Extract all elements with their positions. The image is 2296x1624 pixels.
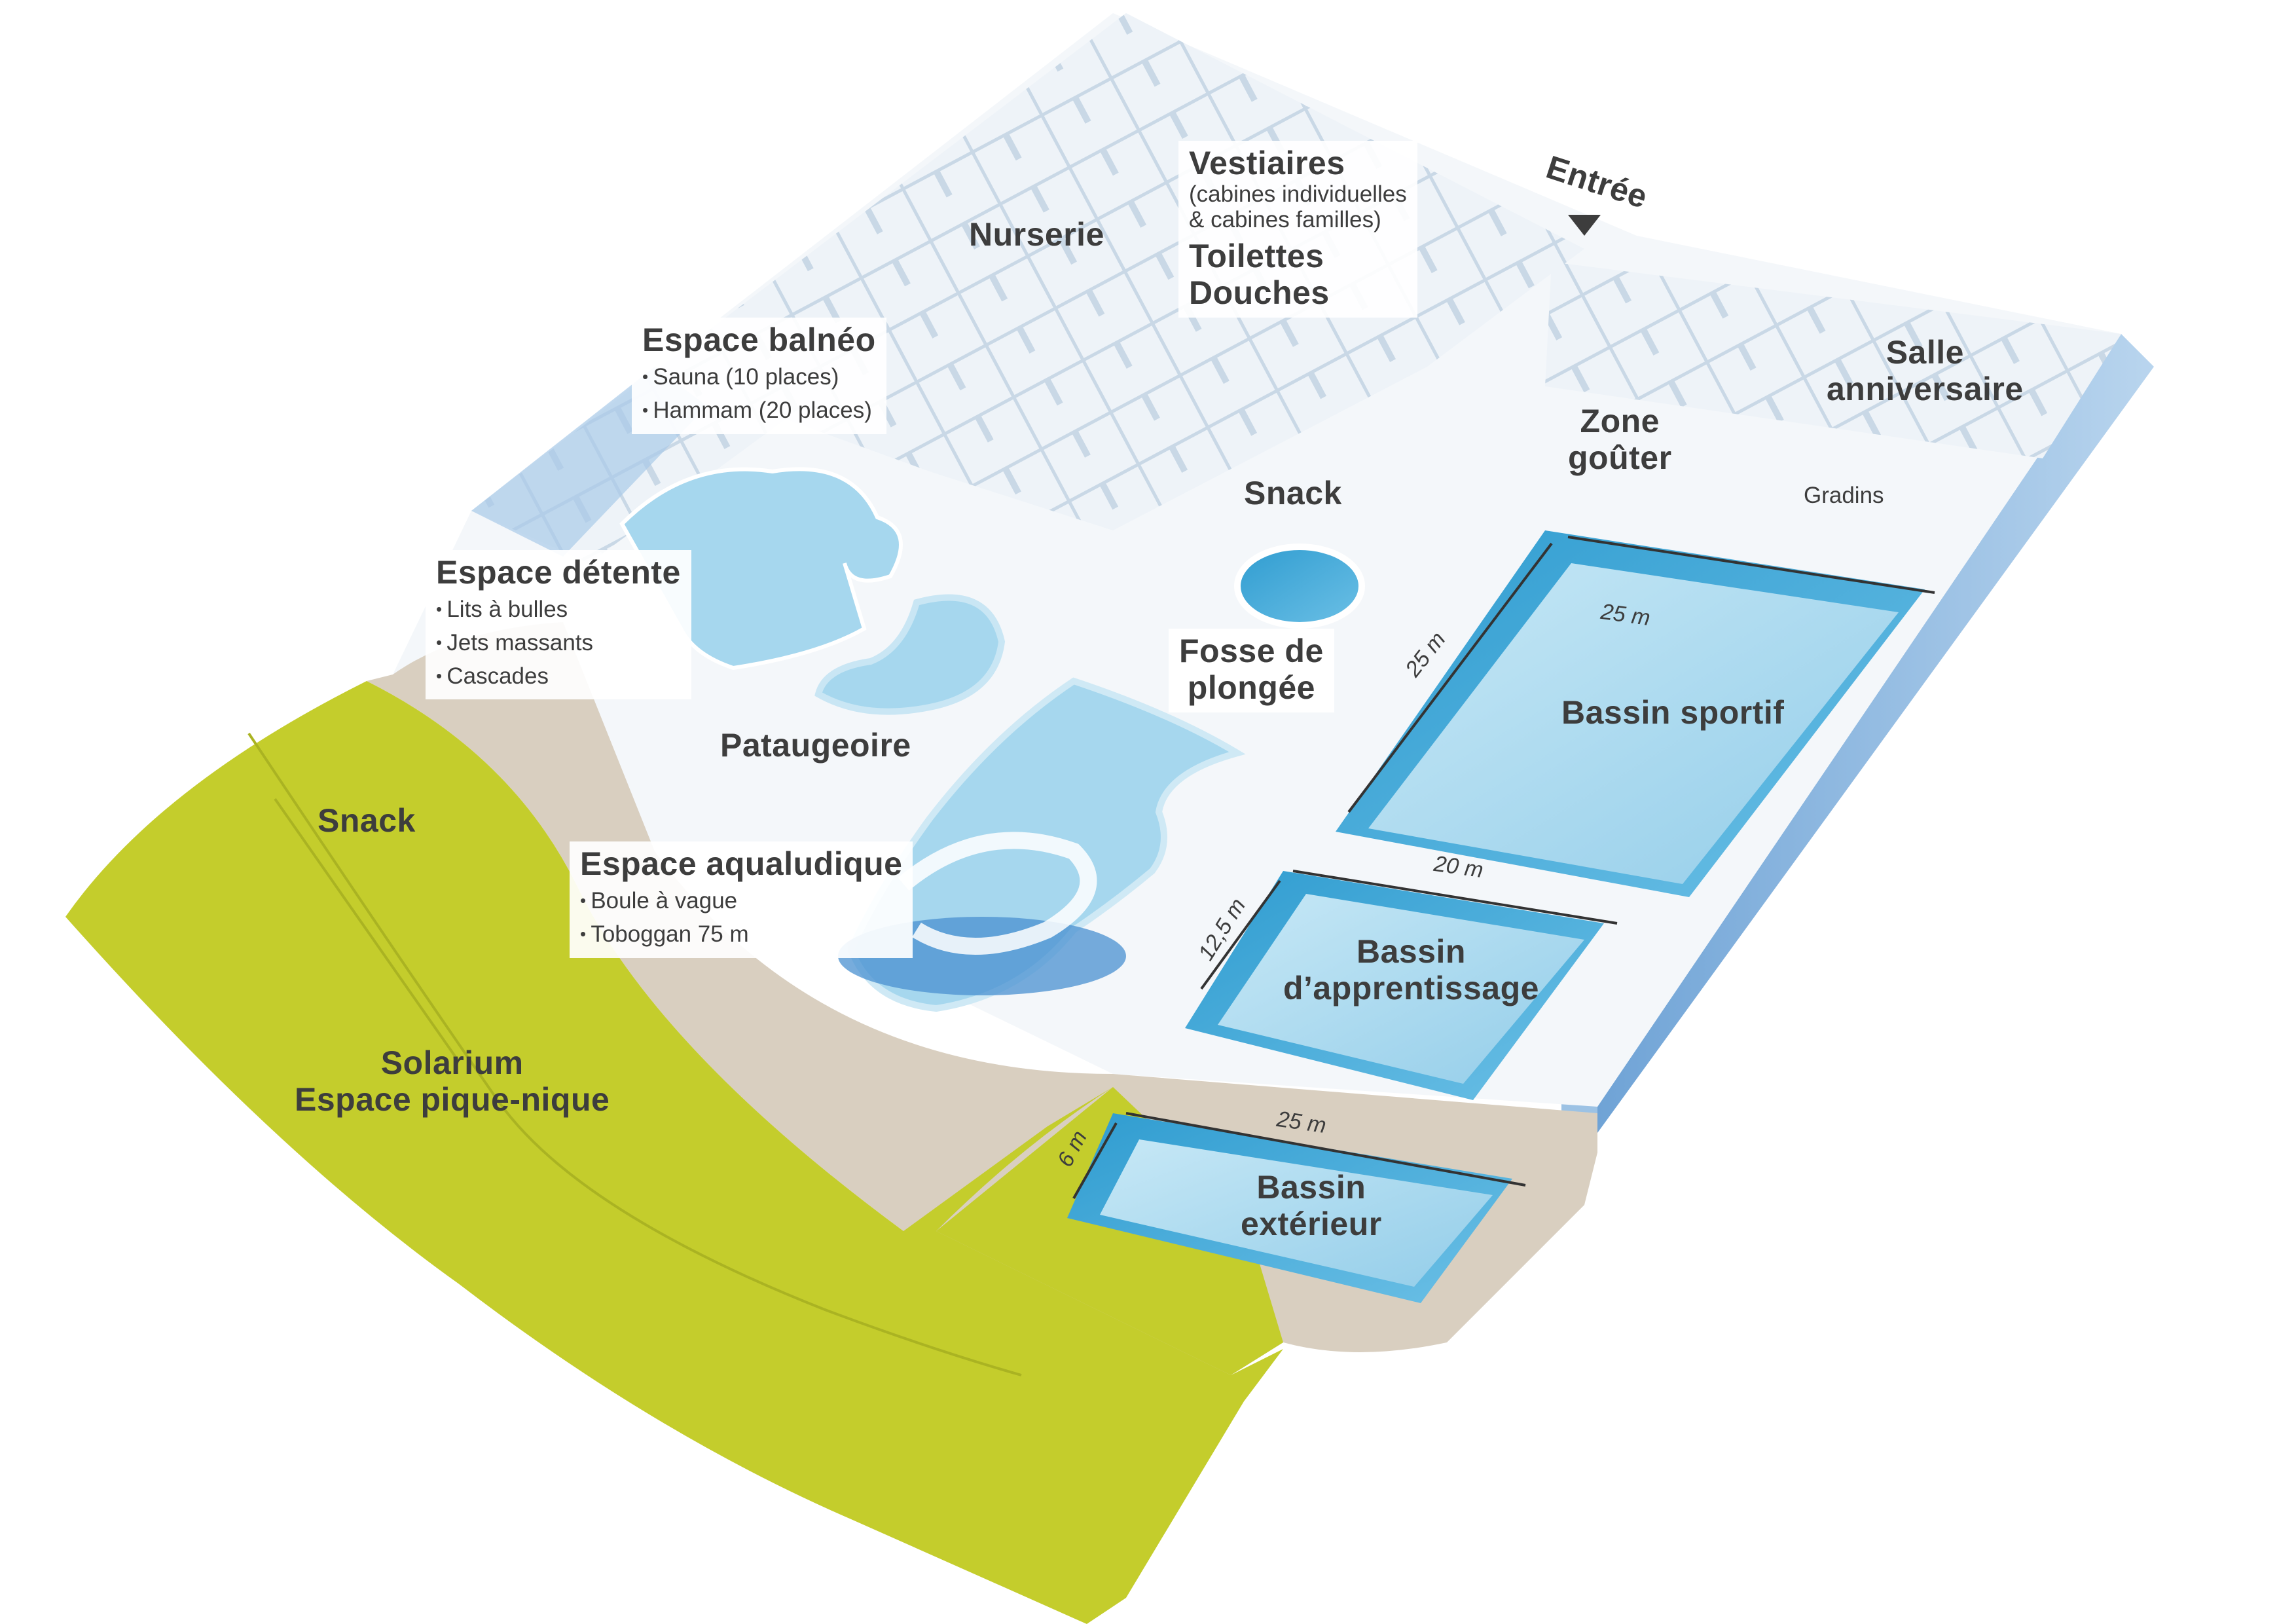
label-nurserie: Nurserie bbox=[969, 216, 1104, 253]
label-vestiaires: Vestiaires (cabines individuelles & cabi… bbox=[1178, 141, 1417, 318]
espace-aqualudique-item: Toboggan 75 m bbox=[580, 918, 902, 951]
label-snack-interieur: Snack bbox=[1244, 475, 1342, 511]
lawn bbox=[65, 681, 1283, 1624]
label-zone-gouter: Zone goûter bbox=[1568, 403, 1672, 476]
fosse-plongee-line-2: plongée bbox=[1187, 669, 1315, 706]
toilettes-title: Toilettes bbox=[1189, 238, 1324, 275]
label-bassin-exterieur: Bassin extérieur bbox=[1241, 1169, 1382, 1242]
douches-title: Douches bbox=[1189, 274, 1330, 312]
bassin-exterieur-line-1: Bassin bbox=[1256, 1169, 1366, 1206]
espace-balneo-item: Hammam (20 places) bbox=[642, 394, 876, 428]
label-snack-exterieur: Snack bbox=[318, 802, 416, 839]
espace-balneo-item: Sauna (10 places) bbox=[642, 361, 876, 394]
vestiaires-detail-1: (cabines individuelles bbox=[1189, 181, 1407, 207]
label-bassin-sportif: Bassin sportif bbox=[1561, 694, 1785, 731]
vestiaires-title: Vestiaires bbox=[1189, 145, 1345, 181]
label-pataugeoire: Pataugeoire bbox=[720, 727, 911, 764]
espace-detente-item: Cascades bbox=[436, 660, 681, 693]
espace-detente-title: Espace détente bbox=[436, 554, 681, 591]
solarium-line-2: Espace pique-nique bbox=[295, 1081, 610, 1118]
vestiaires-detail-2: & cabines familles) bbox=[1189, 207, 1381, 233]
fosse-plongee-pool bbox=[1234, 544, 1365, 629]
label-espace-balneo: Espace balnéo Sauna (10 places) Hammam (… bbox=[632, 318, 886, 434]
label-solarium: Solarium Espace pique-nique bbox=[295, 1044, 610, 1118]
pools bbox=[619, 467, 1925, 1303]
fosse-plongee-line-1: Fosse de bbox=[1179, 633, 1324, 669]
pataugeoire-pool bbox=[814, 594, 1006, 715]
label-gradins: Gradins bbox=[1804, 483, 1884, 508]
label-fosse-plongee: Fosse de plongée bbox=[1169, 629, 1334, 712]
label-salle-anniversaire: Salle anniversaire bbox=[1827, 334, 2024, 407]
salle-anniversaire-line-2: anniversaire bbox=[1827, 371, 2024, 407]
espace-balneo-title: Espace balnéo bbox=[642, 322, 876, 358]
espace-detente-item: Jets massants bbox=[436, 627, 681, 660]
balneo-pools bbox=[619, 467, 903, 671]
espace-aqualudique-title: Espace aqualudique bbox=[580, 845, 903, 882]
bassin-apprentissage-line-2: d’apprentissage bbox=[1283, 970, 1539, 1006]
label-espace-aqualudique: Espace aqualudique Boule à vague Tobogga… bbox=[570, 841, 913, 958]
bassin-apprentissage-line-1: Bassin bbox=[1356, 933, 1466, 970]
zone-gouter-line-2: goûter bbox=[1568, 439, 1672, 476]
salle-anniversaire-line-1: Salle bbox=[1886, 334, 1964, 371]
bassin-exterieur-line-2: extérieur bbox=[1241, 1206, 1382, 1242]
label-bassin-apprentissage: Bassin d’apprentissage bbox=[1283, 933, 1539, 1006]
label-espace-detente: Espace détente Lits à bulles Jets massan… bbox=[426, 550, 691, 700]
espace-detente-item: Lits à bulles bbox=[436, 593, 681, 627]
entrance-arrow bbox=[1568, 215, 1601, 236]
solarium-line-1: Solarium bbox=[380, 1044, 524, 1081]
zone-gouter-line-1: Zone bbox=[1580, 403, 1660, 439]
dimension-lines bbox=[1072, 536, 1935, 1199]
espace-aqualudique-item: Boule à vague bbox=[580, 885, 902, 918]
